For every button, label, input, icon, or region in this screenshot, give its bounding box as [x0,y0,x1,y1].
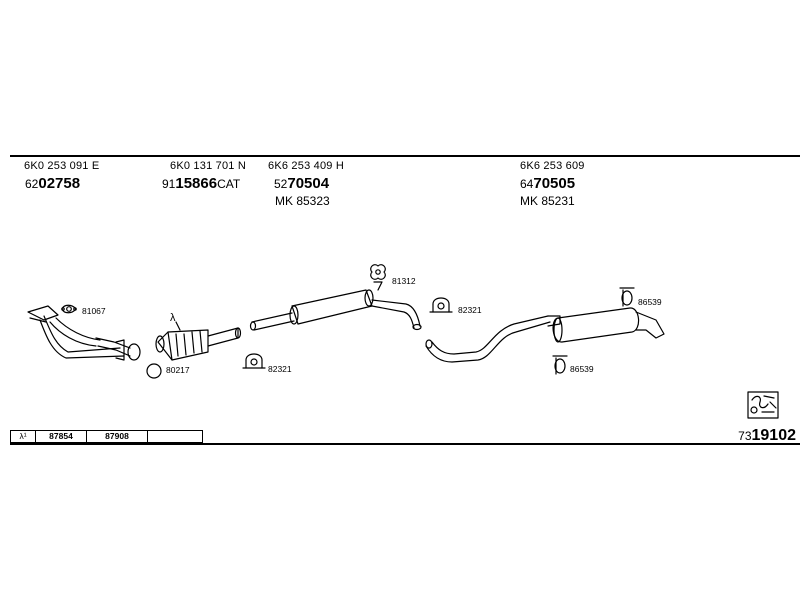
callout-hanger-lower: 86539 [570,364,594,374]
part-4-oe-number: 6K6 253 609 [520,160,585,172]
part-1-catalog-number: 6202758 [25,175,81,192]
rubber-hanger-icon [552,355,568,375]
rubber-hanger-icon [619,287,635,307]
pipe-clamp-icon [242,353,266,369]
callout-gasket: 81067 [82,306,106,316]
seal-ring-icon [146,363,162,379]
kit-table: λ¹ 87854 87908 [10,430,203,443]
callout-clamp-lower: 82321 [268,364,292,374]
rubber-hanger-icon [370,264,386,291]
part-4-catalog-number: 6470505 [520,175,576,192]
diagram-reference-number: 7319102 [738,427,796,444]
bottom-rule [10,443,800,445]
part-3-mk-number: MK 85323 [275,194,330,208]
part-2-catalog-number: 9115866CAT [162,175,241,192]
callout-clamp-upper: 82321 [458,305,482,315]
front-pipe-manifold [27,305,141,361]
exhaust-fitting-kit-icon [747,391,779,419]
part-2-oe-number: 6K0 131 701 N [170,160,246,172]
part-1-oe-number: 6K0 253 091 E [24,160,100,172]
table-cell: 87908 [87,431,148,442]
part-3-oe-number: 6K6 253 409 H [268,160,344,172]
table-cell: 87854 [36,431,87,442]
part-4-mk-number: MK 85231 [520,194,575,208]
callout-hanger-upper: 86539 [638,297,662,307]
part-3-catalog-number: 5270504 [274,175,330,192]
top-rule [10,155,800,157]
callout-ring: 80217 [166,365,190,375]
rear-silencer [547,307,665,343]
rear-pipe [425,315,551,363]
table-cell [148,431,202,442]
middle-silencer [249,289,422,331]
pipe-clamp-icon [429,297,453,313]
callout-hanger-middle: 81312 [392,276,416,286]
table-lambda-cell: λ¹ [11,431,36,442]
lambda-sensor-label: λ [170,312,176,324]
gasket-icon [61,304,77,314]
catalytic-converter [155,321,242,361]
